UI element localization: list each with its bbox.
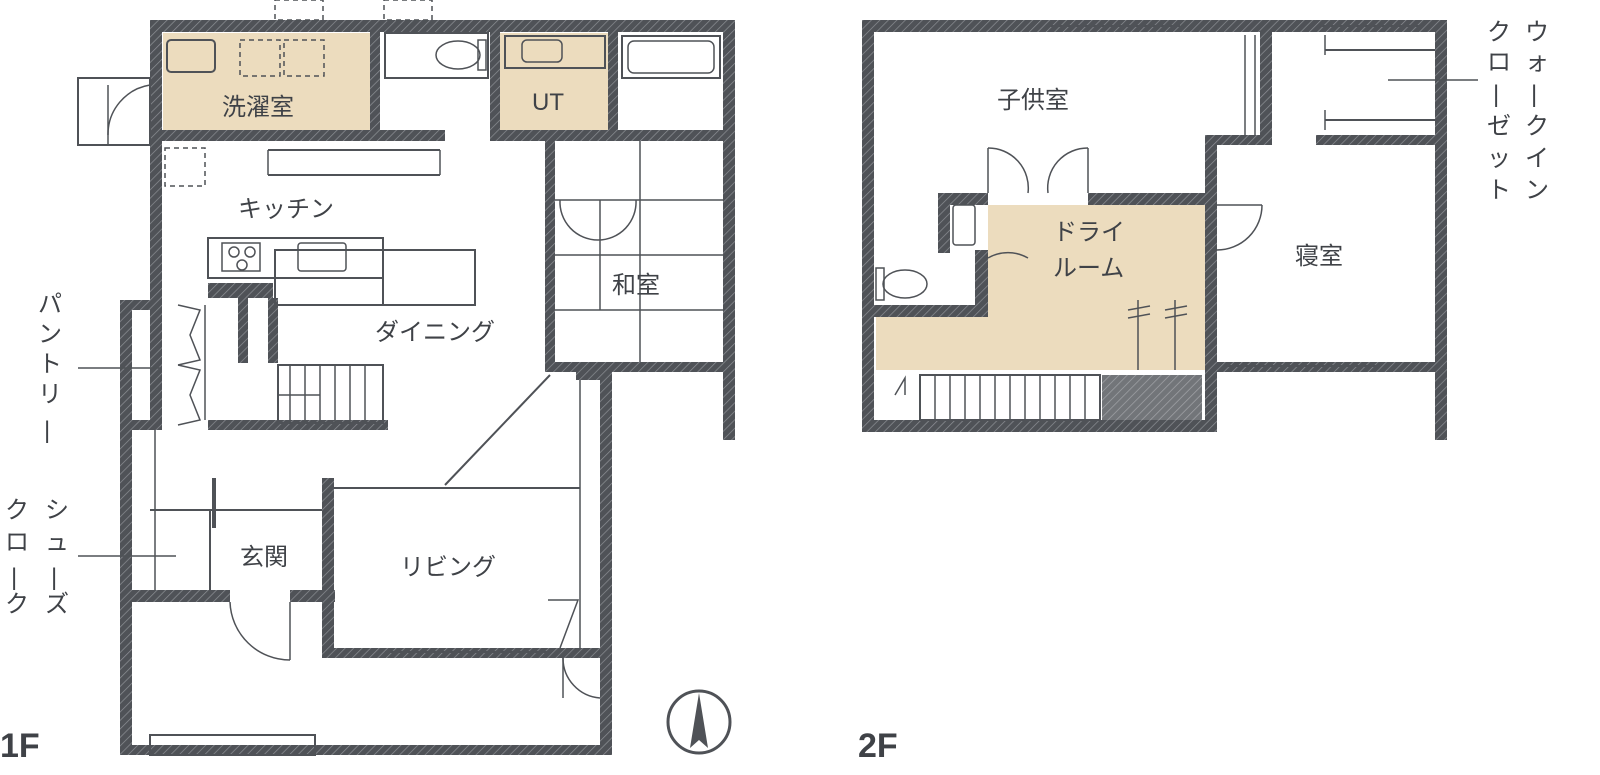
svg-text:ン: ン: [1525, 177, 1549, 204]
room-label-dry-room-line1: ドライ: [1053, 219, 1125, 246]
floor-2-label: 2F: [858, 727, 898, 765]
svg-text:ォ: ォ: [1525, 49, 1549, 76]
svg-text:イ: イ: [1525, 145, 1549, 172]
svg-text:|: |: [51, 564, 57, 591]
dry-room-fill: [876, 205, 1205, 370]
svg-text:ッ: ッ: [1487, 145, 1511, 172]
room-label-kids-room: 子供室: [997, 87, 1069, 114]
svg-text:パ: パ: [38, 291, 62, 318]
floor-1-plan: [77, 0, 735, 756]
floor-1-walls: [120, 20, 735, 755]
floor-1-label: 1F: [0, 727, 40, 765]
svg-text:ロ: ロ: [1487, 49, 1511, 76]
room-label-dining: ダイニング: [375, 319, 495, 346]
svg-text:ト: ト: [1487, 177, 1511, 204]
room-label-laundry: 洗濯室: [222, 94, 294, 121]
svg-text:ロ: ロ: [5, 529, 29, 556]
north-arrow-icon: [666, 689, 732, 755]
svg-text:ン: ン: [38, 321, 62, 348]
room-label-entrance: 玄関: [240, 544, 288, 571]
floor-2-plan: [862, 20, 1447, 440]
svg-text:ク: ク: [1487, 19, 1511, 46]
room-label-kitchen: キッチン: [238, 196, 334, 223]
svg-text:ト: ト: [38, 351, 62, 378]
svg-text:|: |: [1493, 81, 1499, 108]
room-label-dry-room-line2: ルーム: [1053, 255, 1124, 282]
floor-2-stairs: [894, 374, 1202, 421]
room-label-ut: UT: [532, 89, 564, 116]
ut-room-fill: [500, 33, 608, 130]
svg-text:ク: ク: [1525, 113, 1549, 140]
svg-text:|: |: [44, 417, 50, 444]
pantry-label: パ ン ト リ |: [38, 291, 62, 444]
laundry-room-fill: [163, 33, 371, 130]
svg-text:ク: ク: [5, 591, 29, 618]
svg-text:ズ: ズ: [45, 591, 69, 618]
room-label-bedroom: 寝室: [1295, 243, 1343, 270]
room-label-japanese-room: 和室: [612, 272, 660, 299]
floor-1-stairs: [277, 364, 384, 424]
svg-text:ゼ: ゼ: [1487, 113, 1511, 140]
svg-text:|: |: [11, 564, 17, 591]
svg-text:ュ: ュ: [45, 529, 69, 556]
svg-text:シ: シ: [45, 497, 69, 524]
svg-text:ウ: ウ: [1525, 19, 1549, 46]
shoe-cloak-label: シ ュ | ズ ク ロ | ク: [5, 497, 69, 618]
svg-text:ク: ク: [5, 497, 29, 524]
svg-text:|: |: [1531, 81, 1537, 108]
svg-text:リ: リ: [38, 381, 62, 408]
walk-in-closet-label: ウ ォ | ク イ ン ク ロ | ゼ ッ ト: [1487, 19, 1549, 204]
room-label-living: リビング: [400, 554, 496, 581]
